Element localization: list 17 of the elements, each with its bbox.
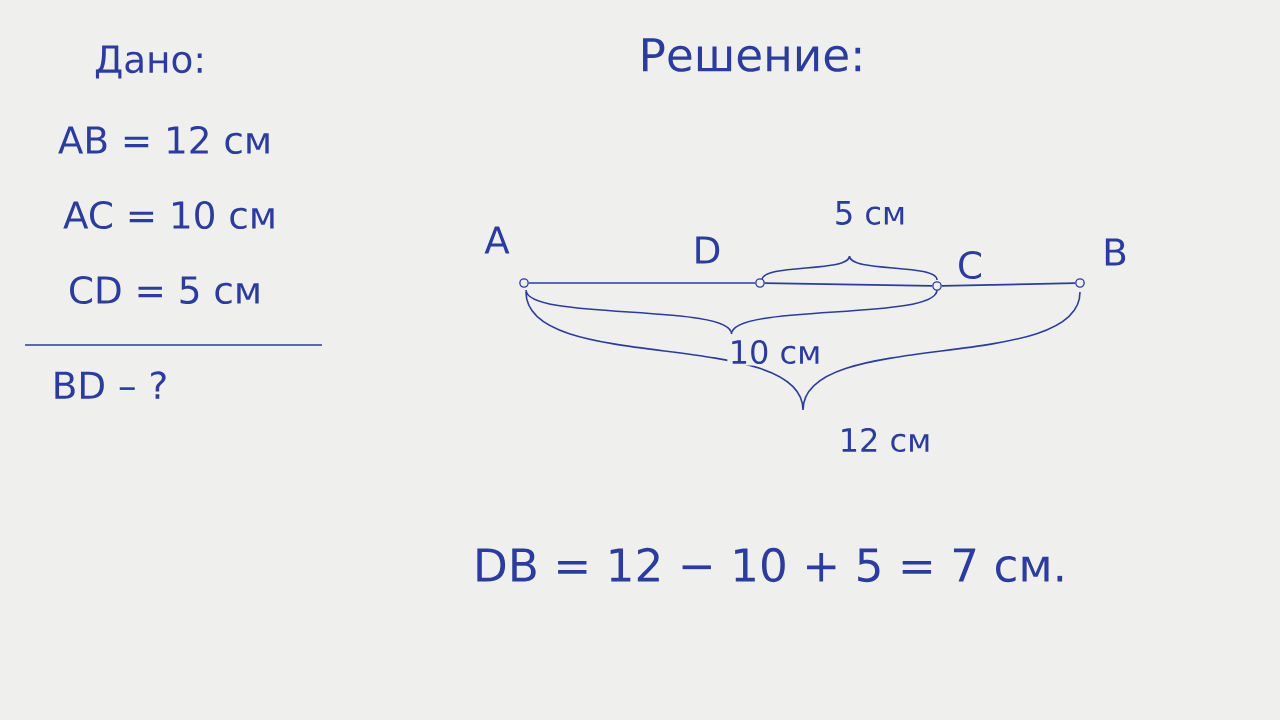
question: BD – ? xyxy=(50,369,170,401)
point-label: D xyxy=(696,236,720,264)
given-value: CD = 5 см xyxy=(66,274,264,306)
point-label: B xyxy=(1105,238,1126,266)
dimension-label: 5 см xyxy=(832,199,908,227)
given-value: AB = 12 см xyxy=(56,124,274,156)
line-segment xyxy=(940,282,1077,287)
title: Решение: xyxy=(643,38,861,72)
dimension-label: 12 см xyxy=(837,426,933,454)
line-segment xyxy=(763,282,934,287)
point-label: C xyxy=(959,250,981,280)
solution-formula: DB = 12 − 10 + 5 = 7 см. xyxy=(471,546,1069,584)
line-segment xyxy=(527,282,757,284)
heading: Дано: xyxy=(92,44,208,80)
point-label: A xyxy=(484,226,510,254)
given-value: AC = 10 см xyxy=(61,199,279,231)
dimension-label: 10 см xyxy=(727,338,823,366)
